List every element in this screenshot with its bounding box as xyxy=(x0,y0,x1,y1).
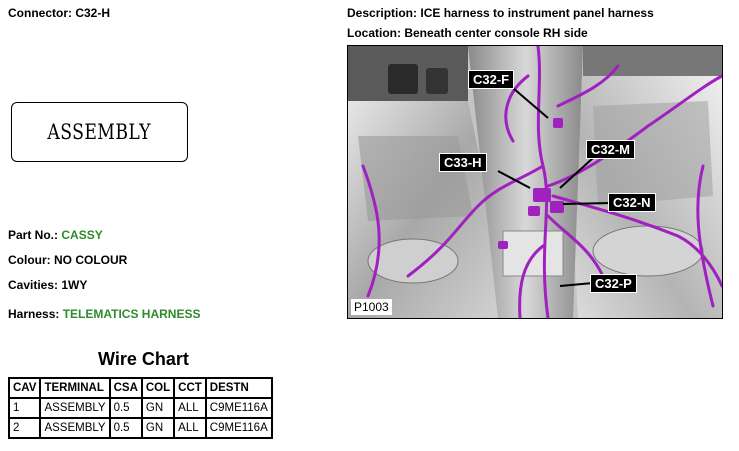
location-photo: C32-F C32-M C33-H C32-N C32-P P1003 xyxy=(347,45,723,319)
callout-c32-p: C32-P xyxy=(590,274,637,293)
harness-line: Harness: TELEMATICS HARNESS xyxy=(8,307,201,321)
callout-c32-n: C32-N xyxy=(608,193,656,212)
header-destn: DESTN xyxy=(204,377,273,399)
colour-label: Colour: xyxy=(8,253,51,267)
location-line: Location: Beneath center console RH side xyxy=(347,26,588,40)
cell-destn: C9ME116A xyxy=(204,397,273,419)
location-label: Location: xyxy=(347,26,401,40)
part-no-label: Part No.: xyxy=(8,228,59,242)
cell-cct: ALL xyxy=(173,397,207,419)
cell-cav: 2 xyxy=(7,417,42,439)
cavities-value: 1WY xyxy=(61,278,88,292)
header-cav: CAV xyxy=(7,377,42,399)
harness-value[interactable]: TELEMATICS HARNESS xyxy=(62,307,201,321)
cell-terminal: ASSEMBLY xyxy=(39,417,111,439)
table-row: 2 ASSEMBLY 0.5 GN ALL C9ME116A xyxy=(7,417,273,439)
cavities-label: Cavities: xyxy=(8,278,59,292)
part-no-line: Part No.: CASSY xyxy=(8,228,103,242)
connector-label: Connector: xyxy=(8,6,72,20)
part-no-value[interactable]: CASSY xyxy=(61,228,103,242)
harness-label: Harness: xyxy=(8,307,60,321)
callout-c33-h: C33-H xyxy=(439,153,487,172)
cell-col: GN xyxy=(140,397,176,419)
connector-face-box: ASSEMBLY xyxy=(11,102,188,162)
header-terminal: TERMINAL xyxy=(39,377,111,399)
cell-col: GN xyxy=(140,417,176,439)
image-code: P1003 xyxy=(351,299,392,315)
description-value: ICE harness to instrument panel harness xyxy=(420,6,654,20)
wire-chart-header-row: CAV TERMINAL CSA COL CCT DESTN xyxy=(7,377,273,399)
callout-c32-m: C32-M xyxy=(586,140,636,159)
cell-terminal: ASSEMBLY xyxy=(39,397,111,419)
table-row: 1 ASSEMBLY 0.5 GN ALL C9ME116A xyxy=(7,397,273,419)
description-line: Description: ICE harness to instrument p… xyxy=(347,6,654,20)
cell-cav: 1 xyxy=(7,397,42,419)
cell-csa: 0.5 xyxy=(108,417,143,439)
callout-c32-f: C32-F xyxy=(468,70,515,89)
colour-line: Colour: NO COLOUR xyxy=(8,253,127,267)
header-csa: CSA xyxy=(108,377,143,399)
description-label: Description: xyxy=(347,6,418,20)
connector-line: Connector: C32-H xyxy=(8,6,110,20)
header-cct: CCT xyxy=(173,377,207,399)
wire-chart-table: CAV TERMINAL CSA COL CCT DESTN 1 ASSEMBL… xyxy=(7,377,273,439)
wire-chart-title: Wire Chart xyxy=(98,349,189,369)
cell-cct: ALL xyxy=(173,417,207,439)
connector-value: C32-H xyxy=(75,6,111,20)
header-col: COL xyxy=(140,377,176,399)
cell-destn: C9ME116A xyxy=(204,417,273,439)
cell-csa: 0.5 xyxy=(108,397,143,419)
colour-value: NO COLOUR xyxy=(54,253,128,267)
vehicle-floor-illustration xyxy=(348,46,722,318)
connector-face-label: ASSEMBLY xyxy=(47,120,152,144)
location-value: Beneath center console RH side xyxy=(404,26,588,40)
cavities-line: Cavities: 1WY xyxy=(8,278,87,292)
